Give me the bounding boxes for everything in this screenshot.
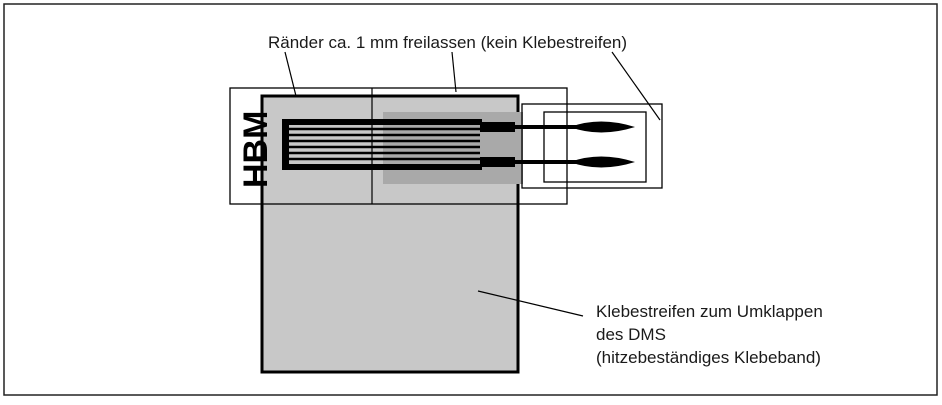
hbm-logo: HBM	[237, 111, 275, 188]
measuring-grid	[282, 119, 515, 170]
label-tape-line-2: des DMS	[596, 325, 666, 344]
carrier-frame-right	[521, 103, 663, 189]
lead-wires	[515, 125, 580, 164]
label-tape-line-3: (hitzebeständiges Klebeband)	[596, 348, 821, 367]
figure-frame	[3, 3, 938, 396]
leader-lines	[284, 51, 661, 317]
carrier-frame-left	[229, 87, 568, 205]
label-margins: Ränder ca. 1 mm freilassen (kein Klebest…	[268, 33, 627, 52]
solder-tab-frame	[543, 111, 647, 183]
solder-pads	[570, 121, 635, 168]
label-tape-line-1: Klebestreifen zum Umklappen	[596, 302, 823, 321]
